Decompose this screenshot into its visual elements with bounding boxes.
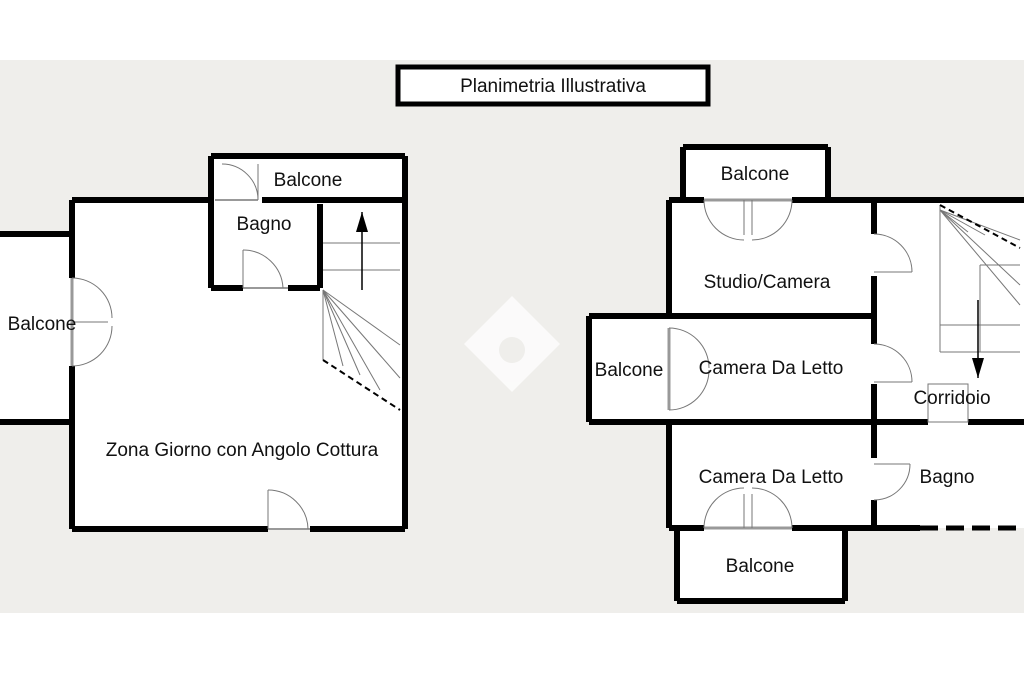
floor-left-staircase	[322, 212, 401, 411]
room-label-corridoio: Corridoio	[913, 388, 990, 409]
room-label-balcone: Balcone	[595, 360, 664, 381]
room-label-balcone: Balcone	[721, 164, 790, 185]
room-label-bagno: Bagno	[920, 467, 975, 488]
watermark-logo	[464, 296, 560, 392]
room-label-zona-giorno: Zona Giorno con Angolo Cottura	[106, 440, 379, 461]
floor-left: Balcone Bagno Balcone Zona Giorno con An…	[0, 153, 408, 532]
plan-title: Planimetria Illustrativa	[395, 64, 711, 107]
floor-left-walls	[0, 153, 408, 532]
room-label-balcone: Balcone	[274, 170, 343, 191]
room-label-bagno: Bagno	[237, 214, 292, 235]
room-label-balcone: Balcone	[726, 556, 795, 577]
plan-title-text: Planimetria Illustrativa	[460, 76, 646, 97]
floor-right-staircase	[927, 204, 1021, 423]
floor-right-doors	[667, 198, 1024, 531]
room-label-studio: Studio/Camera	[704, 272, 831, 293]
floor-left-doors	[70, 163, 310, 530]
room-label-camera-da-letto: Camera Da Letto	[699, 358, 844, 379]
floor-right: Balcone Studio/Camera Balcone Camera Da …	[586, 144, 1024, 604]
floor-right-walls	[586, 144, 1024, 604]
room-label-balcone: Balcone	[8, 314, 77, 335]
room-label-camera-da-letto: Camera Da Letto	[699, 467, 844, 488]
